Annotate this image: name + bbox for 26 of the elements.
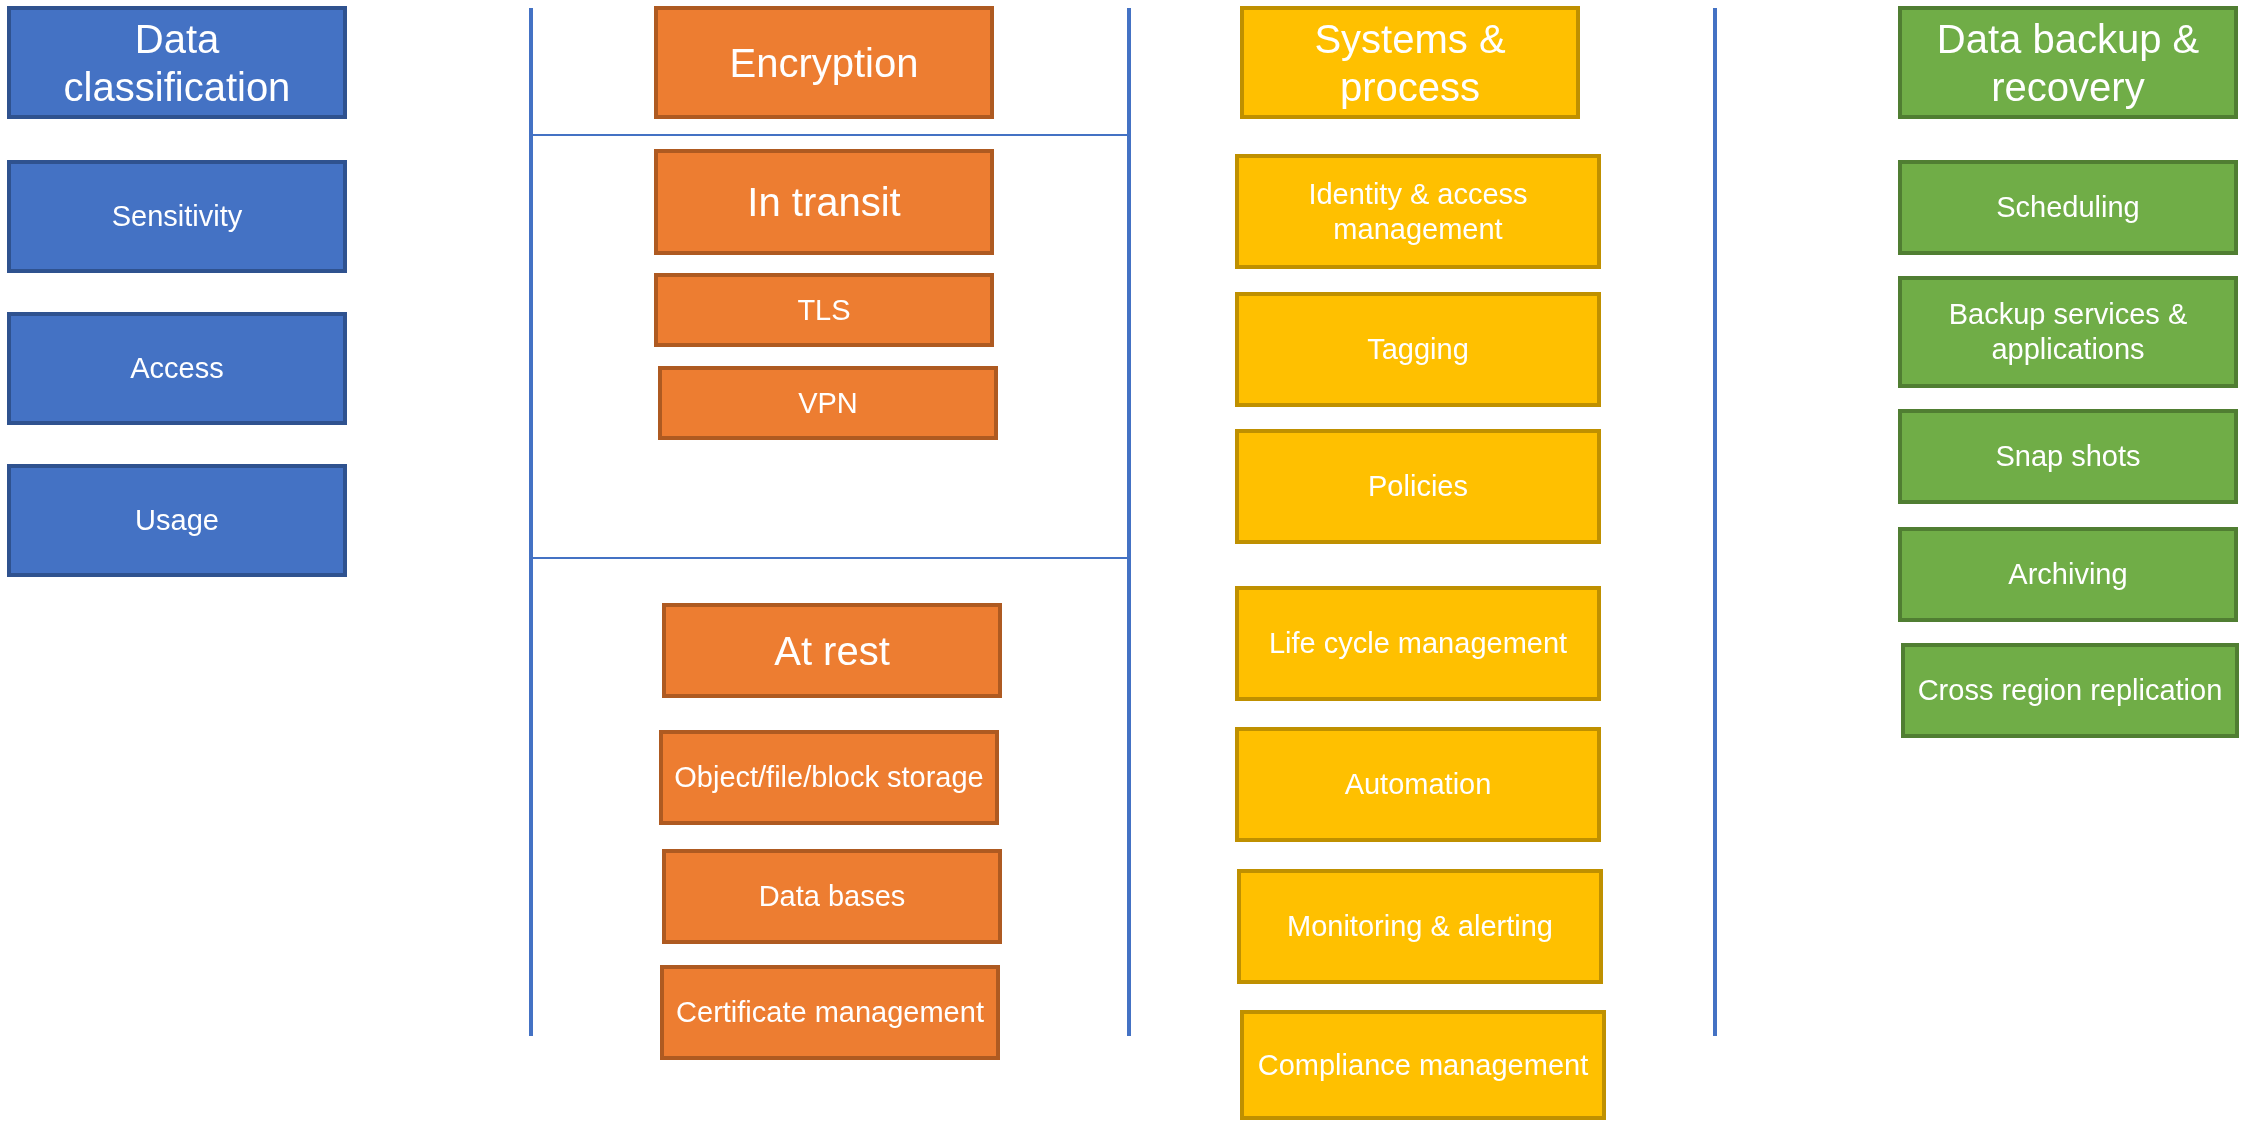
item-box: Scheduling: [1898, 160, 2238, 255]
item-box: Object/file/block storage: [659, 730, 999, 825]
item-box: VPN: [658, 366, 998, 440]
header-box: In transit: [654, 149, 994, 255]
item-box: Monitoring & alerting: [1237, 869, 1603, 984]
item-box: Snap shots: [1898, 409, 2238, 504]
item-box: Usage: [7, 464, 347, 577]
item-box: TLS: [654, 273, 994, 347]
item-box: Cross region replication: [1901, 643, 2239, 738]
item-box: Certificate management: [660, 965, 1000, 1060]
item-box: Automation: [1235, 727, 1601, 842]
item-box: Life cycle management: [1235, 586, 1601, 701]
header-box: Systems & process: [1240, 6, 1580, 119]
item-box: Identity & access management: [1235, 154, 1601, 269]
item-box: Tagging: [1235, 292, 1601, 407]
item-box: Data bases: [662, 849, 1002, 944]
item-box: Archiving: [1898, 527, 2238, 622]
header-box: Data classification: [7, 6, 347, 119]
header-box: At rest: [662, 603, 1002, 698]
header-box: Encryption: [654, 6, 994, 119]
item-box: Policies: [1235, 429, 1601, 544]
item-box: Backup services & applications: [1898, 276, 2238, 388]
item-box: Sensitivity: [7, 160, 347, 273]
item-box: Compliance management: [1240, 1010, 1606, 1120]
header-box: Data backup & recovery: [1898, 6, 2238, 119]
item-box: Access: [7, 312, 347, 425]
